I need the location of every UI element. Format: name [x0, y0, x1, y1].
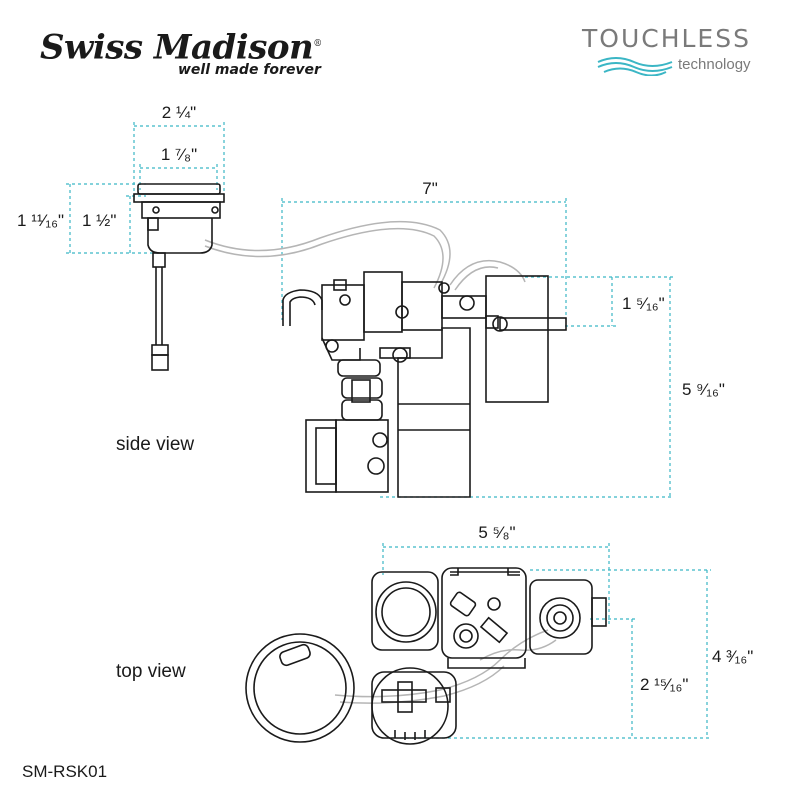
dim-valve-height: 5 ⁹⁄₁₆" [682, 380, 725, 399]
badge-subtitle: technology [678, 56, 751, 73]
wave-icon [597, 57, 673, 76]
dim-button-outer-width: 2 ¼" [162, 103, 196, 122]
valve-side-view [282, 271, 567, 498]
valve-top-view [245, 567, 607, 745]
dim-top-partial-depth: 2 ¹⁵⁄₁₆" [640, 675, 688, 694]
dim-button-total-height: 1 ¹¹⁄₁₆" [17, 211, 64, 230]
badge-title: TOUCHLESS [582, 24, 751, 53]
brand-tagline: well made forever [178, 62, 321, 78]
registered-mark: ® [313, 39, 322, 49]
touchless-badge: TOUCHLESS technology [582, 24, 772, 76]
dim-top-depth: 4 ³⁄₁₆" [712, 647, 753, 666]
top-view-label: top view [116, 661, 186, 682]
button-side-view [133, 183, 225, 371]
tubing [204, 220, 557, 704]
dim-top-width: 5 ⁵⁄₈" [478, 523, 515, 542]
dim-valve-width: 7" [422, 179, 438, 198]
model-number: SM-RSK01 [22, 762, 108, 781]
side-view-label: side view [116, 434, 195, 455]
dim-button-inner-width: 1 ⁷⁄₈" [161, 145, 197, 164]
dim-button-body-height: 1 ½" [82, 211, 116, 230]
brand-logo: Swiss Madison® well made forever [40, 24, 322, 78]
dimension-lines [66, 122, 711, 739]
brand-name: Swiss Madison® [40, 27, 322, 68]
dim-sensor-height: 1 ⁵⁄₁₆" [622, 294, 665, 313]
